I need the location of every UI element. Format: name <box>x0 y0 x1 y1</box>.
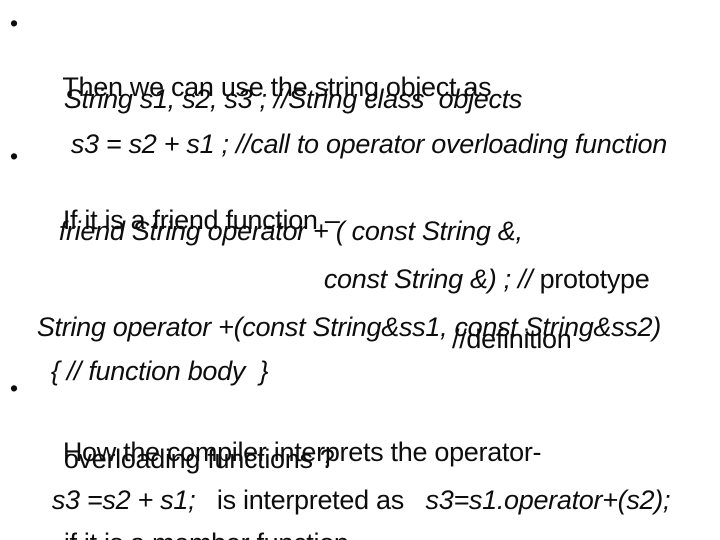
slide-text: { // function body } <box>50 356 269 386</box>
slide-text: s3 = s2 + s1 ; //call to operator overlo… <box>70 129 667 159</box>
code-line: String s1, s2, s3 ; //String class objec… <box>35 51 523 147</box>
slide-text: //definition <box>452 324 572 354</box>
bullet-icon: • <box>10 10 18 36</box>
slide-text: s3=s1.operator+(s2); <box>425 485 671 515</box>
code-line: const String &) ; // prototype <box>295 231 650 327</box>
slide-text: String s1, s2, s3 ; //String class objec… <box>63 84 523 114</box>
code-line: { // function body } //definition <box>22 323 572 451</box>
bullet-line: • Then we can use the string object as <box>10 7 492 135</box>
bullet-line: • If it is a friend function – <box>10 140 340 268</box>
slide-text: If it is a friend function – <box>62 205 340 235</box>
slide-text-line: if it is a member function <box>35 495 349 540</box>
code-line: friend String operator + ( const String … <box>30 183 523 279</box>
code-line: s3 =s2 + s1; is interpreted as s3=s1.ope… <box>23 452 671 540</box>
slide-text: How the compiler interprets the operator… <box>62 437 542 467</box>
slide-text: if it is a member function <box>64 528 349 540</box>
code-line: s3 = s2 + s1 ; //call to operator overlo… <box>42 96 667 192</box>
bullet-line: • How the compiler interprets the operat… <box>10 372 542 500</box>
slide-text: is interpreted as <box>195 485 426 515</box>
slide-text: s3 =s2 + s1; <box>51 485 196 515</box>
slide-text: prototype <box>539 264 650 294</box>
slide-text: const String &) ; // <box>323 264 540 294</box>
code-line: String operator +(const String&ss1, cons… <box>8 279 661 375</box>
slide-text: String operator +(const String&ss1, cons… <box>36 312 661 342</box>
slide-text: overloading functions ? <box>63 444 335 474</box>
slide-text: Then we can use the string object as <box>62 72 492 102</box>
slide-text: friend String operator + ( const String … <box>58 216 523 246</box>
bullet-icon: • <box>10 375 18 401</box>
slide-text-line: overloading functions ? <box>35 411 335 507</box>
bullet-icon: • <box>10 143 18 169</box>
